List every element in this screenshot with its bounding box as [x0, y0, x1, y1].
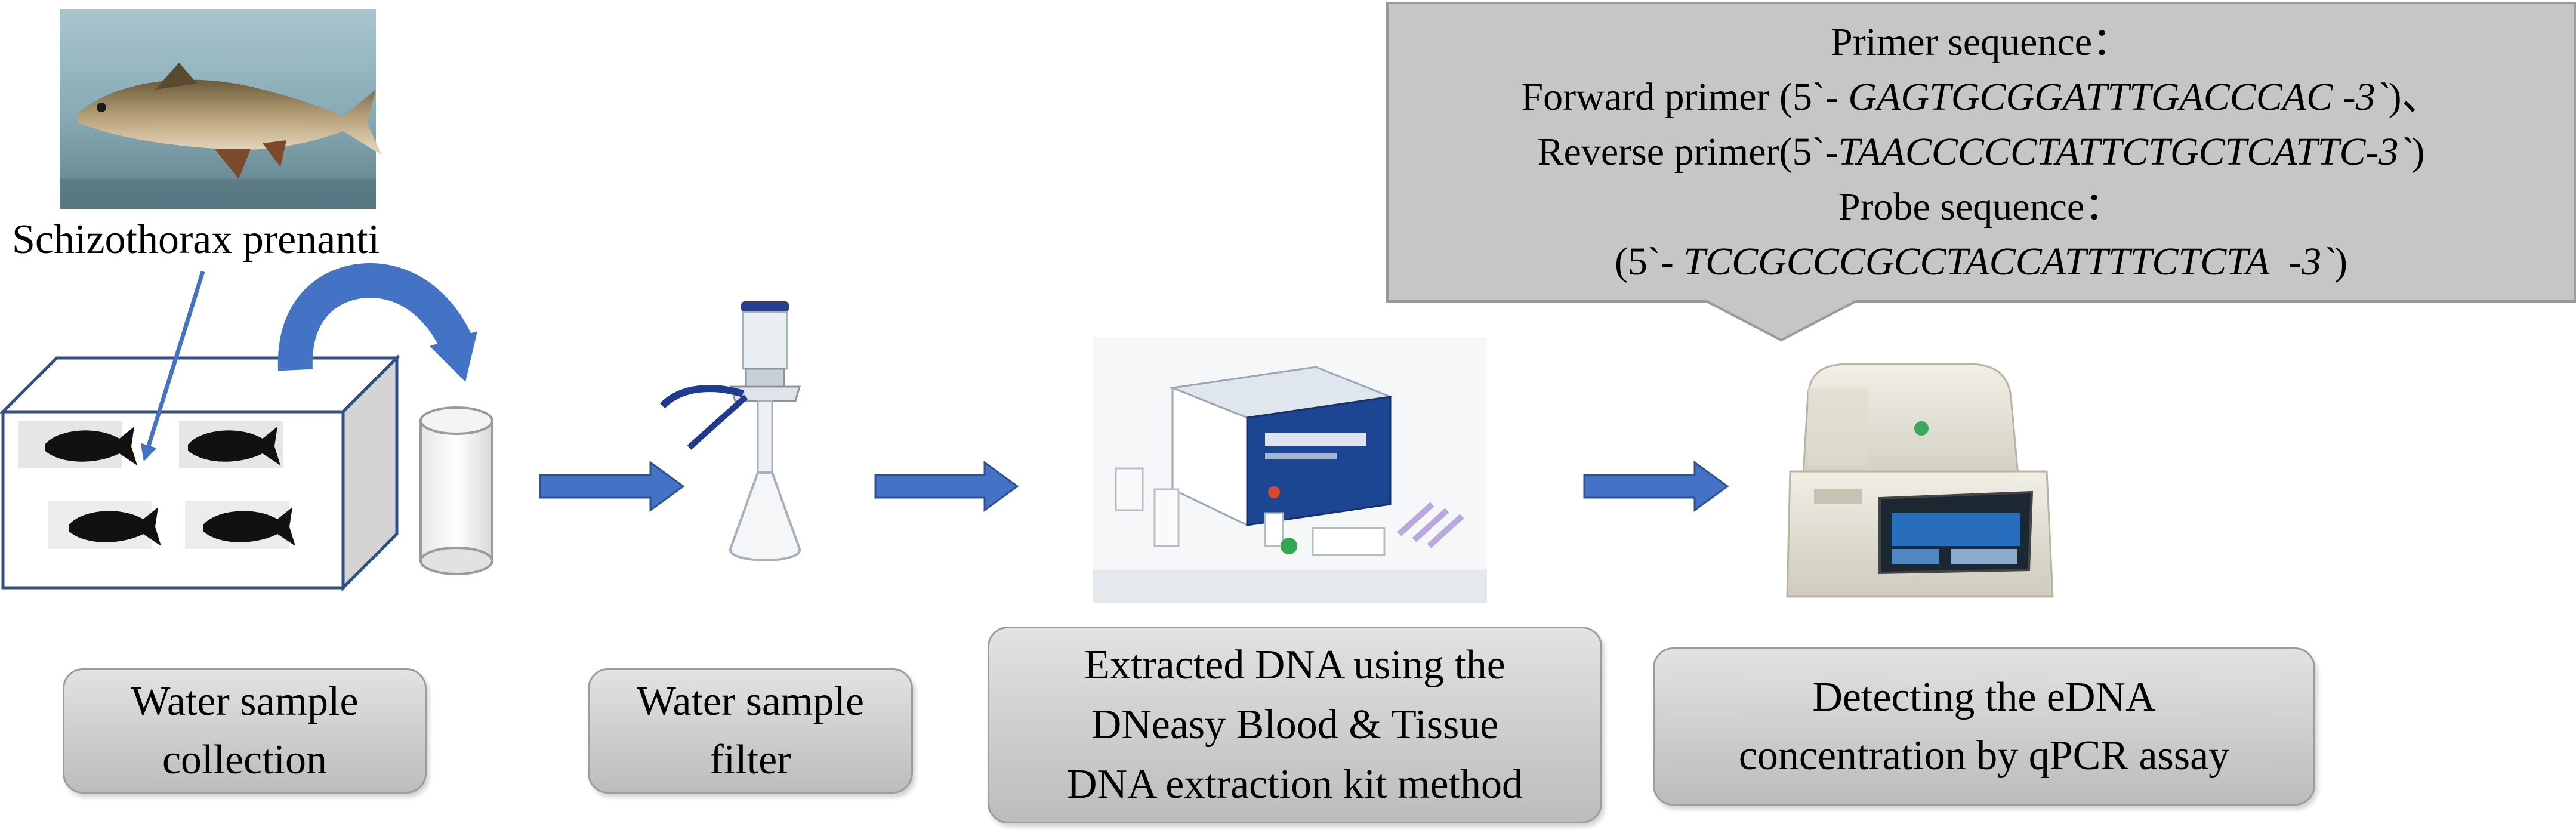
qpcr-machine-photo	[1786, 363, 2054, 598]
dna-kit-photo	[1093, 337, 1487, 603]
step-water-sample-filter: Water sample filter	[588, 668, 913, 794]
probe-title: Probe sequence：	[1838, 185, 2124, 229]
reverse-primer: Reverse primer(5`-TAACCCCCTATTCTGCTCATTC…	[1537, 130, 2425, 174]
fish-silhouette-icon	[188, 427, 280, 465]
flow-arrow-1	[539, 461, 685, 512]
flow-arrow-2	[874, 461, 1019, 512]
fish-silhouette-icon	[203, 507, 295, 546]
probe-sequence-text: TCCGCCCGCCTACCATTTTCTCTA -3`	[1683, 240, 2335, 283]
reverse-primer-sequence: TAACCCCCTATTCTGCTCATTC-3`	[1838, 130, 2412, 174]
forward-primer: Forward primer (5`- GAGTGCGGATTTGACCCAC …	[1521, 75, 2441, 119]
fish-photo	[60, 9, 382, 209]
fish-icon	[78, 63, 382, 179]
pour-arrow-icon	[277, 263, 477, 382]
step-dna-extraction: Extracted DNA using the DNeasy Blood & T…	[988, 627, 1602, 823]
species-label: Schizothorax prenanti	[12, 217, 380, 263]
water-tank	[0, 354, 401, 592]
primer-title: Primer sequence：	[1831, 20, 2131, 64]
primer-callout-text: Primer sequence： Forward primer (5`- GAG…	[1390, 6, 2572, 298]
filter-apparatus	[659, 301, 801, 561]
step-qpcr-detection: Detecting the eDNA concentration by qPCR…	[1653, 647, 2315, 806]
flow-arrow-3	[1583, 461, 1729, 512]
forward-primer-sequence: GAGTGCGGATTTGACCCAC -3`	[1848, 75, 2389, 119]
label-pointer-arrow	[140, 270, 205, 462]
sample-cylinder	[419, 406, 493, 575]
fish-silhouette-icon	[45, 427, 137, 465]
primer-callout	[1386, 2, 2576, 342]
step-water-sample-collection: Water sample collection	[63, 668, 427, 794]
probe-sequence: (5`- TCCGCCCGCCTACCATTTTCTCTA -3`)	[1614, 240, 2348, 283]
fish-silhouette-icon	[69, 507, 161, 546]
